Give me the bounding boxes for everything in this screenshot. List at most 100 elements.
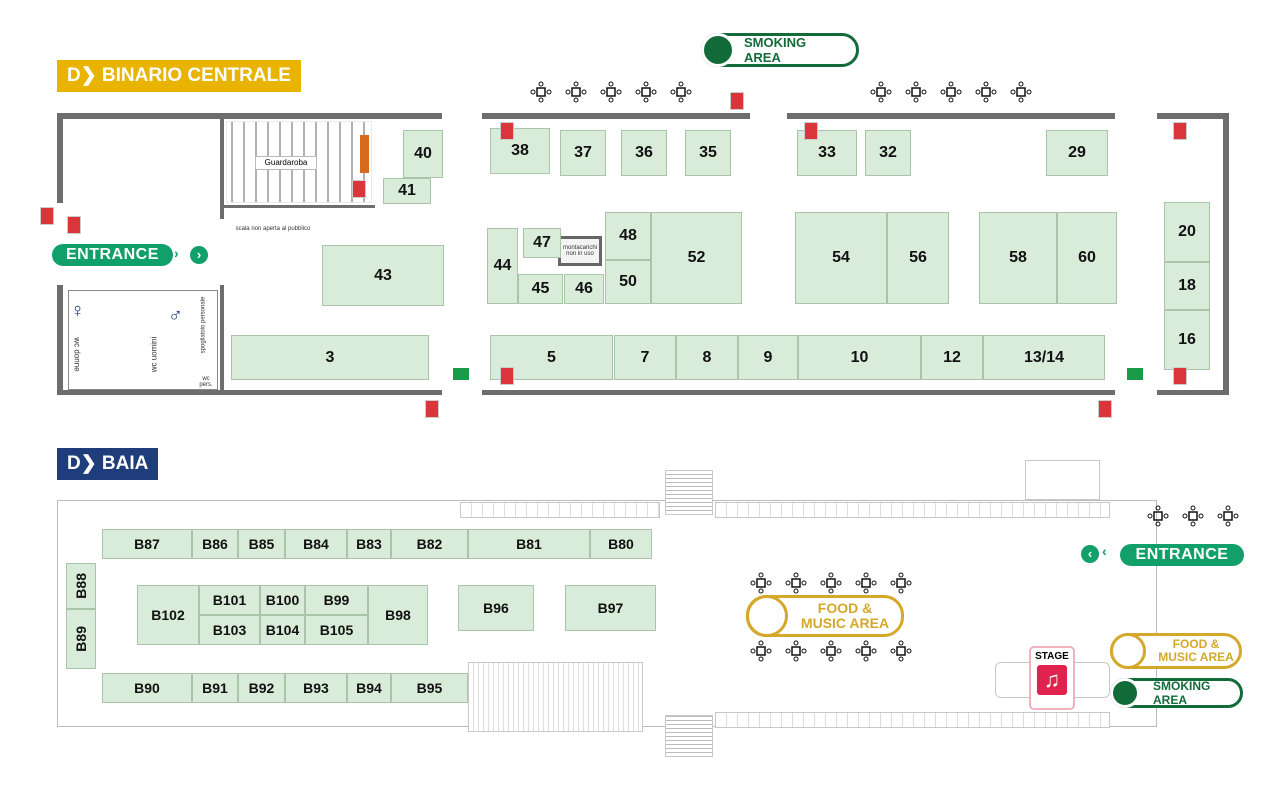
booth[interactable]: 58: [979, 212, 1057, 304]
booth[interactable]: B82: [391, 529, 468, 559]
table-icon: [870, 81, 892, 103]
booth[interactable]: 38: [490, 128, 550, 174]
booth[interactable]: 44: [487, 228, 518, 304]
booth[interactable]: B97: [565, 585, 656, 631]
booth[interactable]: B102: [137, 585, 199, 645]
booth-number: 8: [702, 348, 712, 366]
booth[interactable]: 41: [383, 178, 431, 204]
wall: [220, 119, 224, 219]
food-drink-icon: [746, 595, 788, 637]
food-music-area-sign: FOOD & MUSIC AREA: [746, 595, 904, 637]
booth[interactable]: 40: [403, 130, 443, 178]
booth[interactable]: 9: [738, 335, 798, 380]
booth[interactable]: B85: [238, 529, 285, 559]
booth-number: 56: [909, 249, 927, 266]
wall: [57, 113, 63, 203]
table-icon: [905, 81, 927, 103]
booth-number: B90: [134, 680, 160, 696]
booth[interactable]: B86: [192, 529, 238, 559]
booth-number: B105: [319, 622, 354, 638]
booth[interactable]: 3: [231, 335, 429, 380]
booth[interactable]: B103: [199, 615, 260, 645]
booth-number: 16: [1178, 331, 1196, 348]
booth[interactable]: 8: [676, 335, 738, 380]
table-icon: [750, 640, 772, 662]
table-icon: [530, 81, 552, 103]
booth[interactable]: 50: [605, 260, 651, 304]
booth-number: 48: [619, 227, 637, 244]
booth-number: 58: [1009, 249, 1027, 266]
fire-alarm-icon: [730, 92, 744, 110]
booth-number: 45: [531, 280, 550, 297]
benches: [715, 712, 1110, 728]
booth[interactable]: B80: [590, 529, 652, 559]
stage-label: STAGE: [1035, 651, 1069, 662]
arrow-left-circle-icon: ‹: [1081, 545, 1099, 563]
booth-number: 12: [943, 348, 961, 366]
booth[interactable]: B94: [347, 673, 391, 703]
booth[interactable]: 29: [1046, 130, 1108, 176]
booth[interactable]: B98: [368, 585, 428, 645]
booth-number: B102: [151, 607, 185, 623]
booth[interactable]: 12: [921, 335, 983, 380]
booth[interactable]: B95: [391, 673, 468, 703]
booth[interactable]: 18: [1164, 262, 1210, 310]
booth[interactable]: B89: [66, 609, 96, 669]
booth-number: B101: [212, 592, 247, 608]
staff-room-label: spogliatoio personale: [200, 296, 207, 354]
booth[interactable]: 47: [523, 228, 561, 258]
booth[interactable]: 35: [685, 130, 731, 176]
booth[interactable]: 32: [865, 130, 911, 176]
booth-number: 13/14: [1023, 348, 1065, 366]
benches: [460, 502, 660, 518]
booth-number: 32: [879, 144, 897, 161]
table-icon: [565, 81, 587, 103]
booth[interactable]: 20: [1164, 202, 1210, 262]
booth[interactable]: 46: [564, 274, 604, 304]
booth[interactable]: 37: [560, 130, 606, 176]
booth[interactable]: B84: [285, 529, 347, 559]
booth[interactable]: B93: [285, 673, 347, 703]
booth[interactable]: B104: [260, 615, 305, 645]
booth[interactable]: B90: [102, 673, 192, 703]
booth-number: 35: [699, 144, 717, 161]
booth[interactable]: 16: [1164, 310, 1210, 370]
booth[interactable]: B83: [347, 529, 391, 559]
booth-number: B88: [73, 573, 89, 599]
booth-number: B103: [212, 622, 247, 638]
booth[interactable]: 48: [605, 212, 651, 260]
booth[interactable]: 13/14: [983, 335, 1105, 380]
booth[interactable]: 7: [614, 335, 676, 380]
booth[interactable]: 54: [795, 212, 887, 304]
booth[interactable]: B105: [305, 615, 368, 645]
booth[interactable]: B87: [102, 529, 192, 559]
booth-number: B82: [416, 536, 443, 552]
booth[interactable]: B99: [305, 585, 368, 615]
smoking-area-sign: SMOKING AREA: [1110, 678, 1243, 708]
booth[interactable]: B101: [199, 585, 260, 615]
booth[interactable]: B96: [458, 585, 534, 631]
booth[interactable]: 45: [518, 274, 563, 304]
booth[interactable]: B81: [468, 529, 590, 559]
wall: [220, 205, 375, 208]
booth[interactable]: B91: [192, 673, 238, 703]
booth-number: 52: [687, 249, 706, 266]
wall: [1157, 390, 1229, 395]
booth[interactable]: B92: [238, 673, 285, 703]
booth-number: 29: [1068, 144, 1086, 161]
booth[interactable]: 43: [322, 245, 444, 306]
booth[interactable]: 60: [1057, 212, 1117, 304]
table-icon: [1217, 505, 1239, 527]
booth[interactable]: 52: [651, 212, 742, 304]
booth[interactable]: 36: [621, 130, 667, 176]
booth-number: B95: [416, 680, 443, 696]
smoking-icon: [701, 33, 735, 67]
booth[interactable]: B100: [260, 585, 305, 615]
booth[interactable]: 10: [798, 335, 921, 380]
booth-number: 44: [493, 257, 512, 274]
booth-number: B100: [265, 592, 300, 608]
wall: [1157, 113, 1229, 119]
booth[interactable]: B88: [66, 563, 96, 609]
table-icon: [855, 640, 877, 662]
booth[interactable]: 56: [887, 212, 949, 304]
